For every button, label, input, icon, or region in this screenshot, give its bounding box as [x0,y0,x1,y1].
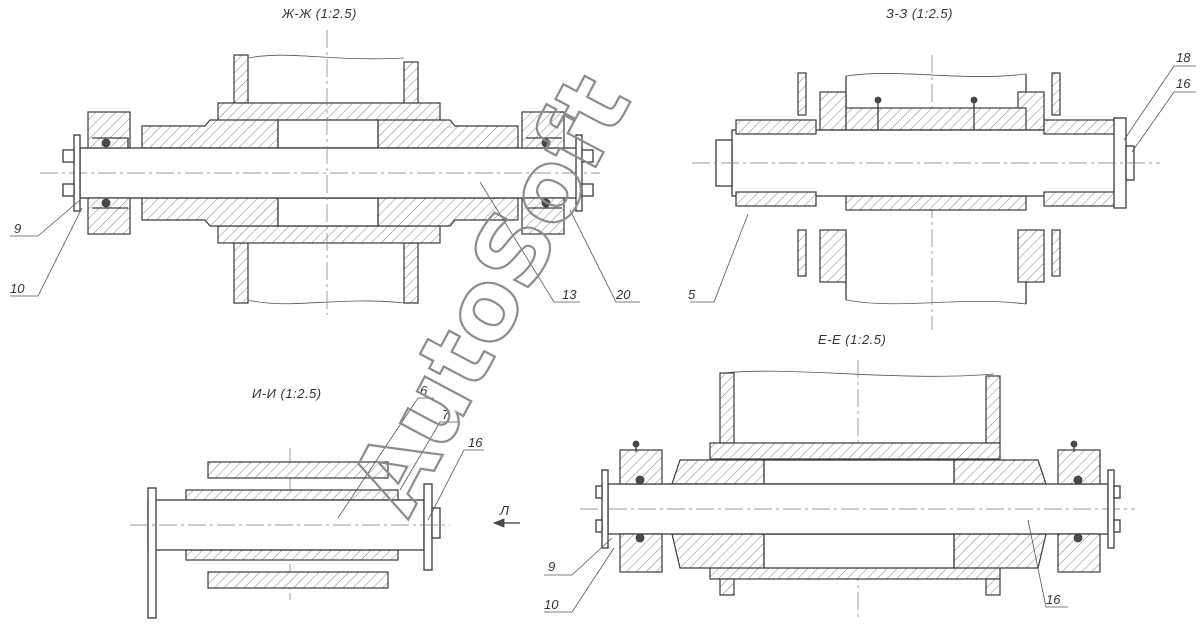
callout-18: 18 [1176,50,1191,65]
callout-10-e: 10 [544,597,559,612]
callout-16-e: 16 [1046,592,1061,607]
callout-6: 6 [420,383,428,398]
callout-5: 5 [688,287,696,302]
section-i-i: И-И (1:2.5) Л 6 7 16 [130,383,520,619]
section-e-e: Е-Е (1:2.5) [544,332,1135,620]
section-title-z: З-З (1:2.5) [886,6,953,21]
callout-9: 9 [14,221,21,236]
section-title-e: Е-Е (1:2.5) [818,332,886,347]
callout-16-z: 16 [1176,76,1191,91]
callout-10: 10 [10,281,25,296]
view-arrow-label: Л [499,503,509,518]
callout-20: 20 [615,287,631,302]
section-z-z: З-З (1:2.5) [688,6,1196,330]
callout-9-e: 9 [548,559,555,574]
callout-16-i: 16 [468,435,483,450]
callout-7: 7 [442,407,450,422]
callout-13: 13 [562,287,577,302]
section-title-i: И-И (1:2.5) [252,386,322,401]
section-title-zh: Ж-Ж (1:2.5) [281,6,357,21]
section-zh-zh: Ж-Ж (1:2.5) [10,6,640,315]
